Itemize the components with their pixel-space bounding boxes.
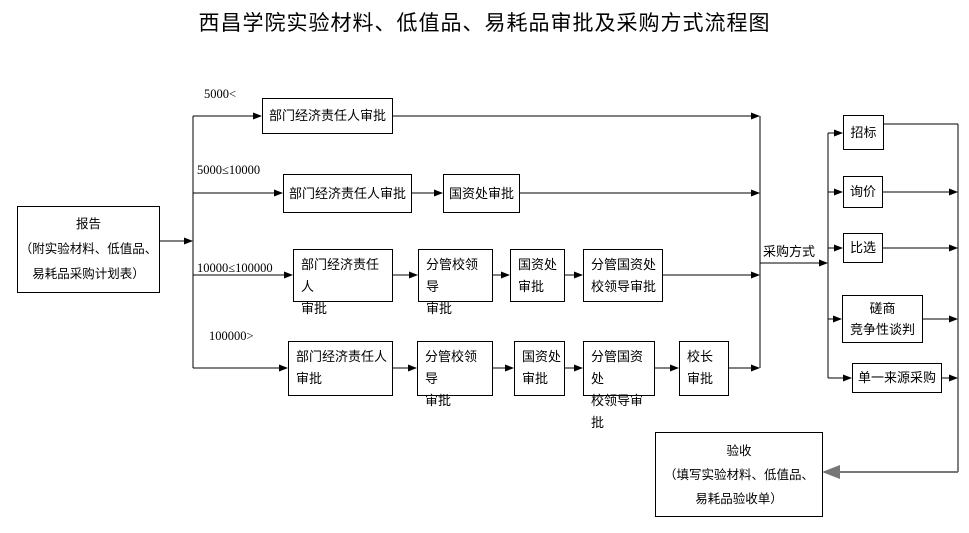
acceptance-box: 验收 （填写实验材料、低值品、 易耗品验收单） <box>655 432 823 517</box>
tier4-amount-label: 100000> <box>209 329 254 343</box>
tier1-dept-approval-box: 部门经济责任人审批 <box>262 98 393 134</box>
method-bidding-box: 招标 <box>843 115 884 150</box>
tier4-assets-office-approval-box: 国资处 审批 <box>514 341 565 396</box>
procurement-method-label: 采购方式 <box>763 244 816 259</box>
tier4-dept-approval-box: 部门经济责任人 审批 <box>288 341 393 396</box>
tier2-amount-label: 5000≤10000 <box>197 163 261 177</box>
method-inquiry-box: 询价 <box>843 176 883 208</box>
tier4-president-approval-box: 校长 审批 <box>679 341 729 396</box>
report-box: 报告 （附实验材料、低值品、 易耗品采购计划表） <box>17 206 160 293</box>
tier4-assets-leader-approval-box: 分管国资处 校领导审批 <box>583 341 655 430</box>
method-negotiation-box: 磋商 竞争性谈判 <box>842 295 923 343</box>
tier3-assets-office-approval-box: 国资处 审批 <box>510 249 565 302</box>
method-single-source-box: 单一来源采购 <box>852 363 942 393</box>
tier1-amount-label: 5000< <box>204 87 237 101</box>
tier2-dept-approval-box: 部门经济责任人审批 <box>283 174 412 213</box>
method-comparison-box: 比选 <box>843 233 883 263</box>
tier3-dept-approval-box: 部门经济责任人 审批 <box>293 249 393 316</box>
tier4-school-leader-approval-box: 分管校领导 审批 <box>417 341 493 408</box>
tier2-assets-office-approval-box: 国资处审批 <box>443 174 520 213</box>
tier3-amount-label: 10000≤100000 <box>197 261 273 275</box>
page-title: 西昌学院实验材料、低值品、易耗品审批及采购方式流程图 <box>198 11 771 35</box>
tier3-school-leader-approval-box: 分管校领导 审批 <box>418 249 493 316</box>
tier3-assets-leader-approval-box: 分管国资处 校领导审批 <box>583 249 663 302</box>
